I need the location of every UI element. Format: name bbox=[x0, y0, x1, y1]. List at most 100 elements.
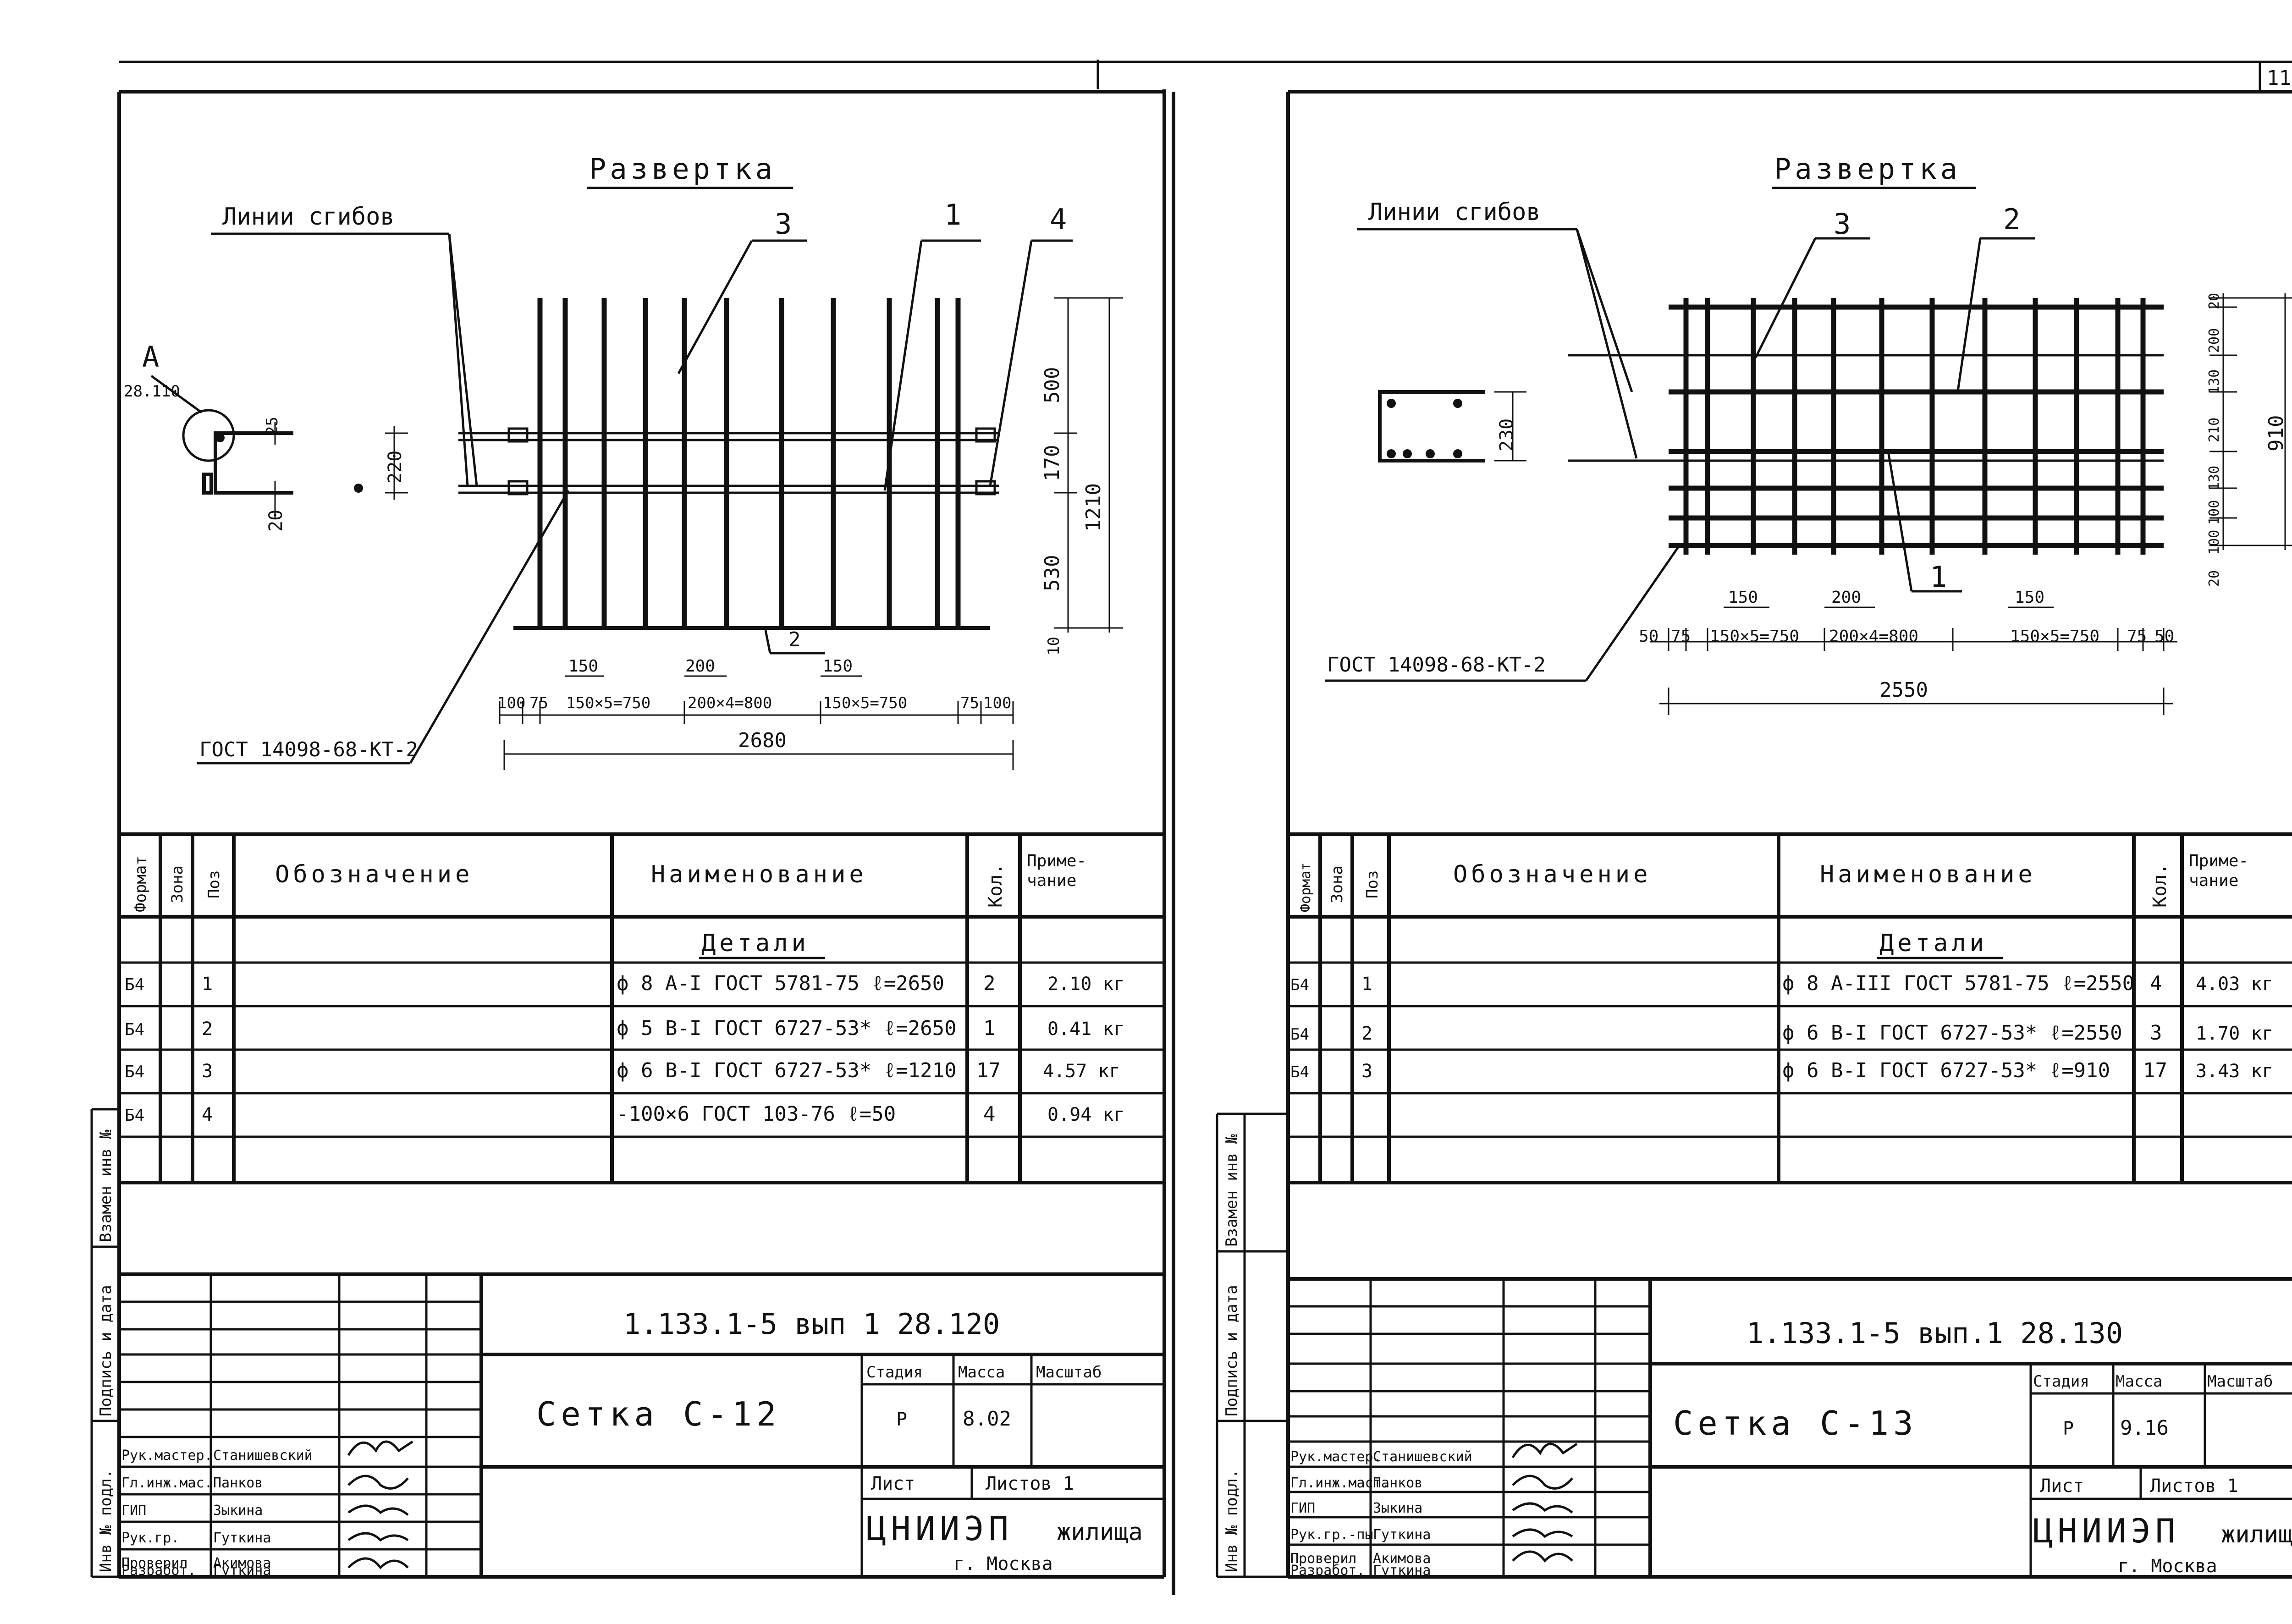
left-staff-role-6: Разработ. bbox=[121, 1563, 196, 1579]
left-row2-format: Б4 bbox=[125, 1020, 144, 1039]
right-hdim-800: 200×4=800 bbox=[1829, 627, 1918, 646]
left-row4-name: -100×6 ГОСТ 103-76 ℓ=50 bbox=[617, 1102, 896, 1126]
right-stamp-stage-header: Стадия bbox=[2033, 1372, 2089, 1391]
right-staff-name-3: Зыкина bbox=[1373, 1500, 1422, 1516]
left-col-note: Приме-чание bbox=[1027, 852, 1086, 890]
left-vdim-500: 500 bbox=[1041, 367, 1064, 403]
left-row1-name: ϕ 8 А-I ГОСТ 5781-75 ℓ=2650 bbox=[617, 972, 944, 995]
left-row4-note: 0.94 кг bbox=[1047, 1104, 1125, 1125]
right-row3-qty: 17 bbox=[2143, 1059, 2167, 1082]
right-vdim-100b: 100 bbox=[2206, 530, 2222, 555]
left-signature-1 bbox=[347, 1440, 413, 1456]
right-staff-role-6: Разработ. bbox=[1290, 1563, 1365, 1579]
left-staff-name-5: Акимова bbox=[213, 1555, 271, 1571]
left-row1-qty: 2 bbox=[983, 972, 996, 995]
left-row2-note: 0.41 кг bbox=[1047, 1018, 1125, 1040]
left-signature-2 bbox=[347, 1475, 409, 1490]
left-mass: 8.02 bbox=[963, 1407, 1011, 1431]
right-side-label-inv: Инв № подл. bbox=[1223, 1469, 1241, 1572]
right-hdim-50b: 50 bbox=[2154, 627, 2174, 646]
left-side-label-sign: Подпись и дата bbox=[97, 1285, 115, 1416]
right-signature-1 bbox=[1511, 1442, 1578, 1459]
right-hdim-top-200: 200 bbox=[1831, 588, 1861, 607]
left-total-length: 2680 bbox=[738, 729, 787, 752]
left-row4-format: Б4 bbox=[125, 1106, 144, 1125]
right-vdim-910: 910 bbox=[2264, 415, 2288, 451]
left-hdim-100b: 100 bbox=[983, 694, 1011, 712]
left-side-strip: Инв № подл. Подпись и дата Взамен инв № bbox=[90, 1108, 119, 1578]
left-col-zone: Зона bbox=[168, 865, 187, 903]
right-city: г. Москва bbox=[2118, 1556, 2217, 1577]
right-row1-name: ϕ 8 А-III ГОСТ 5781-75 ℓ=2550 bbox=[1782, 972, 2134, 995]
left-hdim-75b: 75 bbox=[960, 694, 979, 712]
right-col-designation: Обозначение bbox=[1453, 861, 1651, 888]
right-hdim-top-150b: 150 bbox=[2015, 588, 2044, 607]
left-row4-pos: 4 bbox=[202, 1104, 213, 1125]
right-hdim-75b: 75 bbox=[2127, 627, 2147, 646]
right-vdim-20a: 20 bbox=[2206, 293, 2222, 309]
left-row3-name: ϕ 6 В-I ГОСТ 6727-53* ℓ=1210 bbox=[617, 1059, 957, 1082]
left-row2-qty: 1 bbox=[983, 1017, 996, 1040]
left-stage: Р bbox=[896, 1409, 907, 1430]
left-row2-name: ϕ 5 В-I ГОСТ 6727-53* ℓ=2650 bbox=[617, 1017, 957, 1040]
left-section-dim-20: 20 bbox=[265, 510, 286, 532]
right-staff-name-2: Панков bbox=[1373, 1475, 1422, 1491]
left-row1-format: Б4 bbox=[125, 975, 144, 994]
left-staff-name-4: Гуткина bbox=[213, 1530, 271, 1546]
right-total-length: 2550 bbox=[1879, 678, 1928, 702]
right-row2-pos: 2 bbox=[1361, 1023, 1372, 1044]
right-title-block: 1.133.1-5 вып.1 28.130 Сетка С-13 Стадия… bbox=[1288, 1277, 2292, 1579]
left-row2-pos: 2 bbox=[202, 1018, 213, 1040]
right-signature-4 bbox=[1512, 1528, 1573, 1538]
right-row2-note: 1.70 кг bbox=[2196, 1023, 2273, 1044]
left-signature-4 bbox=[347, 1532, 409, 1542]
right-stamp-mass-header: Масса bbox=[2116, 1372, 2162, 1391]
left-section-dim-25: 25 bbox=[263, 417, 281, 435]
right-col-qty: Кол. bbox=[2149, 864, 2171, 908]
right-staff-role-1: Рук.мастер. bbox=[1290, 1449, 1382, 1465]
right-row2-qty: 3 bbox=[2150, 1021, 2162, 1045]
left-vdim-170: 170 bbox=[1041, 445, 1064, 481]
right-col-note: Приме-чание bbox=[2189, 852, 2248, 890]
right-staff-name-1: Станишевский bbox=[1373, 1449, 1472, 1465]
right-stage: Р bbox=[2063, 1418, 2074, 1439]
left-vdim-530: 530 bbox=[1041, 555, 1064, 591]
right-staff-role-3: ГИП bbox=[1290, 1500, 1315, 1516]
left-hdim-top-200: 200 bbox=[685, 657, 715, 676]
left-signature-5 bbox=[347, 1557, 409, 1569]
left-row3-pos: 3 bbox=[202, 1061, 213, 1082]
left-section-dim-220: 220 bbox=[385, 451, 406, 484]
right-signature-2 bbox=[1512, 1475, 1573, 1490]
right-row2-format: Б4 bbox=[1290, 1025, 1309, 1044]
left-stamp-scale-header: Масштаб bbox=[1036, 1363, 1102, 1382]
left-staff-name-2: Панков bbox=[213, 1475, 263, 1491]
right-callout-3: 3 bbox=[1834, 207, 1851, 241]
right-col-format: Формат bbox=[1298, 863, 1314, 912]
left-title-block: 1.133.1-5 вып 1 28.120 Сетка С-12 Стадия… bbox=[119, 1272, 1164, 1579]
right-signature-5 bbox=[1512, 1550, 1573, 1563]
right-vdim-130a: 130 bbox=[2206, 369, 2222, 394]
left-bend-lines-label: Линии сгибов bbox=[222, 203, 395, 231]
left-org-suffix: жилища bbox=[1057, 1519, 1143, 1546]
left-spec-table: Формат Зона Поз Обозначение Наименование… bbox=[119, 832, 1164, 1184]
right-side-strip: Инв № подл. Подпись и дата Взамен инв № bbox=[1216, 1112, 1288, 1578]
left-sheet-label: Лист bbox=[871, 1473, 915, 1494]
right-row1-qty: 4 bbox=[2150, 972, 2162, 995]
left-hdim-750b: 150×5=750 bbox=[823, 694, 907, 712]
left-row1-pos: 1 bbox=[202, 974, 213, 995]
left-callout-1: 1 bbox=[944, 198, 961, 231]
left-hdim-75a: 75 bbox=[529, 694, 548, 712]
left-staff-role-1: Рук.мастер. bbox=[121, 1448, 213, 1464]
right-row2-name: ϕ 6 В-I ГОСТ 6727-53* ℓ=2550 bbox=[1782, 1021, 2122, 1045]
left-vdim-1210: 1210 bbox=[1082, 483, 1105, 532]
right-hdim-50a: 50 bbox=[1639, 627, 1658, 646]
right-hdim-750a: 150×5=750 bbox=[1710, 627, 1799, 646]
left-staff-role-4: Рук.гр. bbox=[121, 1530, 179, 1546]
left-hdim-top-150b: 150 bbox=[823, 657, 853, 676]
right-row3-format: Б4 bbox=[1290, 1063, 1309, 1081]
left-row3-qty: 17 bbox=[976, 1059, 1001, 1082]
right-row3-note: 3.43 кг bbox=[2196, 1061, 2273, 1082]
left-stamp-mass-header: Масса bbox=[958, 1363, 1005, 1382]
right-row1-format: Б4 bbox=[1290, 976, 1309, 994]
left-row3-format: Б4 bbox=[125, 1062, 144, 1081]
